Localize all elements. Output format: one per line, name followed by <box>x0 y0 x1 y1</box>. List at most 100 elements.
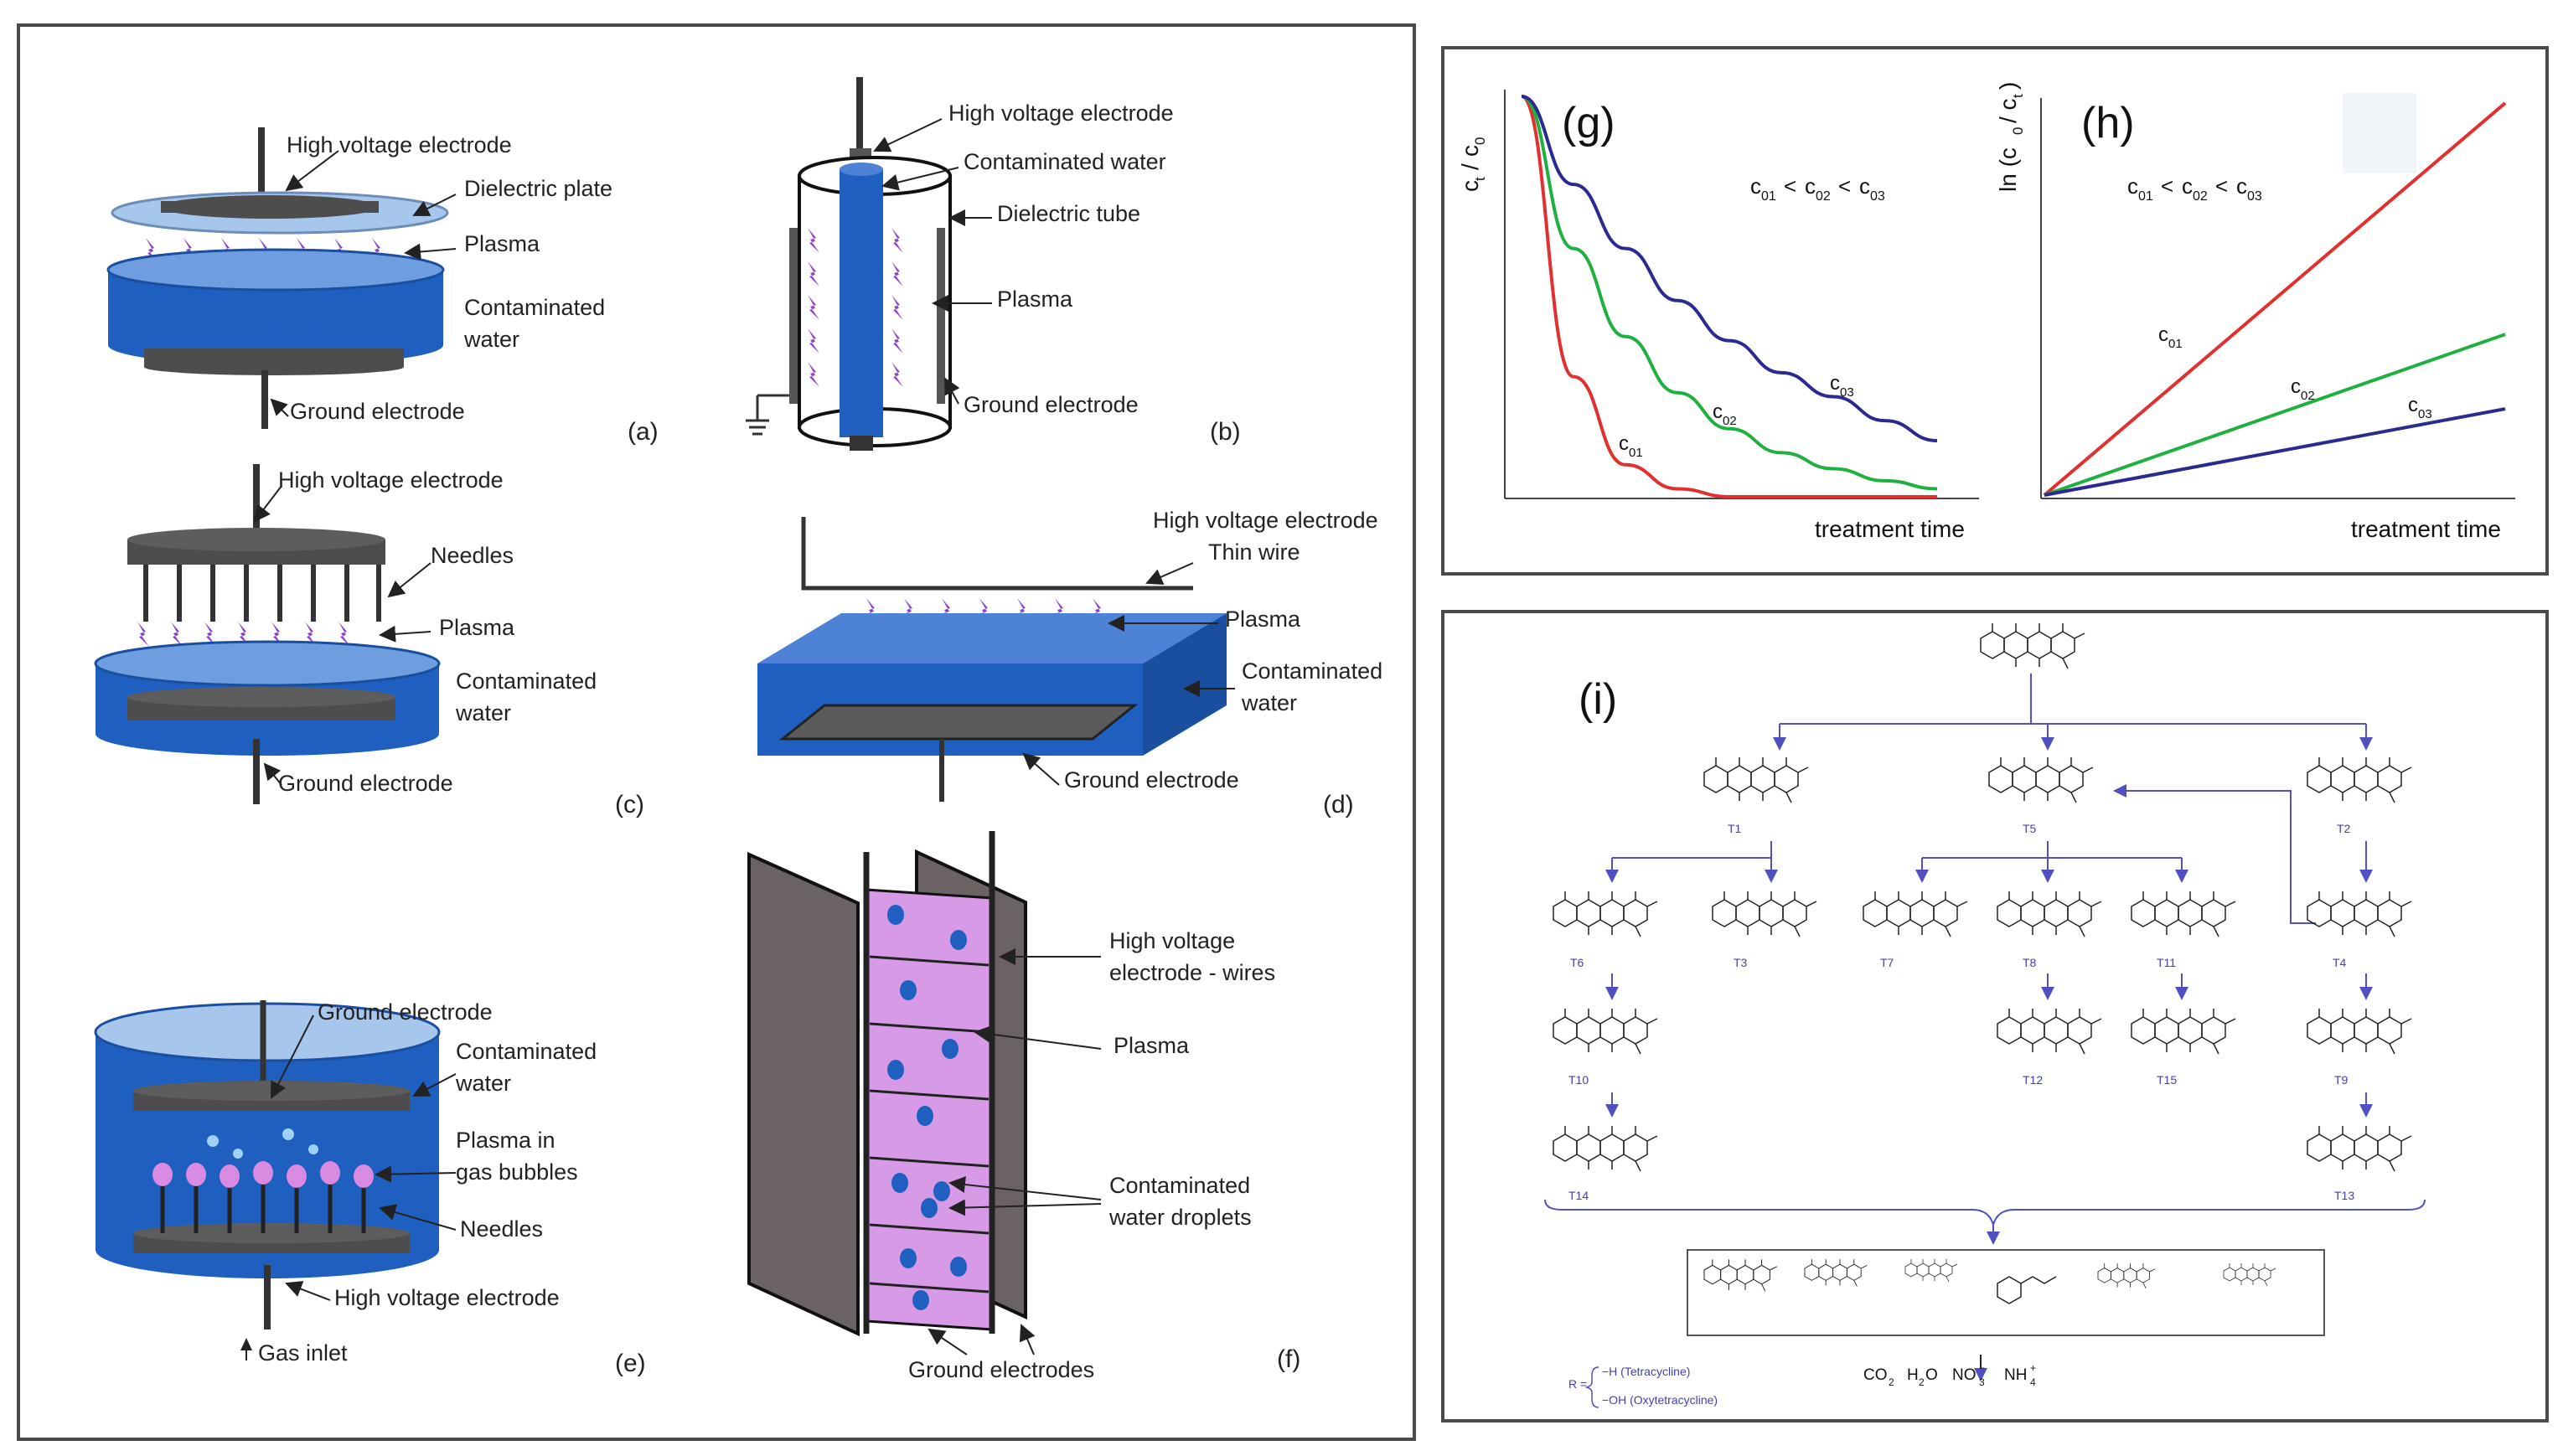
node-t14: T14 <box>1568 1189 1589 1202</box>
node-t6: T6 <box>1570 956 1584 969</box>
svg-text:+: + <box>2030 1362 2036 1374</box>
i-panel-label: (i) <box>1579 675 1617 724</box>
svg-text:02: 02 <box>2301 389 2315 403</box>
svg-text:c: c <box>2158 323 2168 346</box>
svg-text:c: c <box>1859 173 1870 199</box>
d-plasma-label: Plasma <box>1225 607 1301 632</box>
e-water-label-2: water <box>455 1071 511 1096</box>
c-water-label-2: water <box>455 700 511 725</box>
diagram-b: High voltage electrode Contaminated wate… <box>746 77 1241 451</box>
diagram-e: Ground electrode Contaminated water Plas… <box>94 999 646 1377</box>
reactor-diagrams: High voltage electrode Dielectric plate … <box>94 77 1382 1382</box>
e-water-label-1: Contaminated <box>456 1039 597 1064</box>
f-water-label-2: water droplets <box>1108 1205 1252 1230</box>
svg-text:H: H <box>1907 1366 1919 1384</box>
svg-text:0: 0 <box>1472 137 1488 145</box>
parent-molecule <box>1980 622 2085 669</box>
node-t3: T3 <box>1734 956 1748 969</box>
svg-text:NO: NO <box>1952 1366 1977 1384</box>
a-water-label-2: water <box>463 327 519 352</box>
svg-text:02: 02 <box>1816 189 1831 204</box>
r-option-2: −OH (Oxytetracycline) <box>1602 1393 1718 1407</box>
h-series-group <box>2043 101 2507 497</box>
svg-text:t: t <box>2010 94 2026 98</box>
b-tag: (b) <box>1210 418 1241 446</box>
d-hv-label-1: High voltage electrode <box>1153 508 1378 533</box>
node-t12: T12 <box>2023 1073 2043 1087</box>
g-series-c02 <box>1521 95 1938 491</box>
f-ground-label: Ground electrodes <box>908 1357 1094 1382</box>
svg-text:CO: CO <box>1863 1366 1888 1384</box>
c-needles-label: Needles <box>431 543 514 568</box>
a-hv-label: High voltage electrode <box>287 132 512 157</box>
e-plasma-label-1: Plasma in <box>456 1128 555 1153</box>
e-needles-label: Needles <box>460 1216 543 1242</box>
svg-text:c: c <box>2236 173 2247 199</box>
g-series-c03 <box>1521 95 1938 443</box>
c-hv-label: High voltage electrode <box>278 467 504 493</box>
c-ground-label: Ground electrode <box>278 771 453 796</box>
svg-text:c: c <box>1619 432 1629 455</box>
f-plasma-label: Plasma <box>1114 1033 1190 1058</box>
svg-text:0: 0 <box>2010 127 2026 135</box>
svg-text:c: c <box>1457 180 1483 192</box>
svg-text:O: O <box>1925 1366 1938 1384</box>
e-gas-label: Gas inlet <box>258 1340 348 1366</box>
e-hv-label: High voltage electrode <box>334 1285 560 1310</box>
svg-text:/: / <box>1457 163 1483 170</box>
r-label: R = <box>1568 1377 1587 1391</box>
r-option-1: −H (Tetracycline) <box>1602 1365 1690 1378</box>
svg-text:2: 2 <box>1889 1376 1894 1388</box>
svg-text:): ) <box>1995 82 2021 90</box>
b-hv-label: High voltage electrode <box>948 101 1174 126</box>
f-water-label-1: Contaminated <box>1109 1173 1250 1198</box>
svg-text:−: − <box>1979 1362 1985 1374</box>
b-ground-label: Ground electrode <box>964 392 1139 417</box>
h-x-label: treatment time <box>2351 516 2501 542</box>
g-series-c01 <box>1521 95 1937 499</box>
final-products-box <box>1687 1249 2325 1336</box>
reactor-configurations-panel: High voltage electrode Dielectric plate … <box>17 23 1416 1441</box>
diagram-c: High voltage electrode Needles Plasma Co… <box>94 464 644 818</box>
svg-text:01: 01 <box>1629 446 1643 460</box>
svg-text:c: c <box>2182 173 2193 199</box>
g-x-label: treatment time <box>1815 516 1965 542</box>
g-panel-label: (g) <box>1562 99 1615 147</box>
f-hv-label-2: electrode - wires <box>1109 960 1275 985</box>
svg-text:03: 03 <box>1870 189 1885 204</box>
a-tag: (a) <box>628 418 659 446</box>
small-product-4 <box>1997 1276 2057 1304</box>
svg-text:02: 02 <box>2193 189 2208 204</box>
h-series-c03 <box>2044 407 2506 497</box>
d-ground-label: Ground electrode <box>1064 767 1239 793</box>
g-y-label: c t / c 0 <box>1457 137 1488 192</box>
svg-text:c: c <box>1713 400 1723 423</box>
node-t9: T9 <box>2334 1073 2349 1087</box>
svg-text:<: < <box>2161 173 2173 199</box>
c-tag: (c) <box>615 791 644 818</box>
h-series-c01 <box>2043 101 2507 497</box>
svg-text:c: c <box>1457 145 1483 157</box>
node-t7: T7 <box>1880 956 1894 969</box>
a-plasma-label: Plasma <box>464 231 540 256</box>
svg-text:NH: NH <box>2004 1366 2027 1384</box>
f-tag: (f) <box>1277 1345 1300 1373</box>
g-annotation: c 01 < c 02 < c 03 <box>1750 173 1885 204</box>
node-t8: T8 <box>2023 956 2037 969</box>
h-series-c02 <box>2044 333 2506 497</box>
svg-text:02: 02 <box>1723 414 1737 428</box>
svg-text:c: c <box>2127 173 2138 199</box>
svg-text:<: < <box>1784 173 1796 199</box>
d-hv-label-2: Thin wire <box>1208 540 1300 565</box>
e-ground-label: Ground electrode <box>318 999 493 1025</box>
e-plasma-label-2: gas bubbles <box>456 1159 578 1185</box>
node-t4: T4 <box>2333 956 2347 969</box>
h-y-label: ln (c 0 / c t ) <box>1995 82 2026 192</box>
svg-text:01: 01 <box>2138 189 2153 204</box>
